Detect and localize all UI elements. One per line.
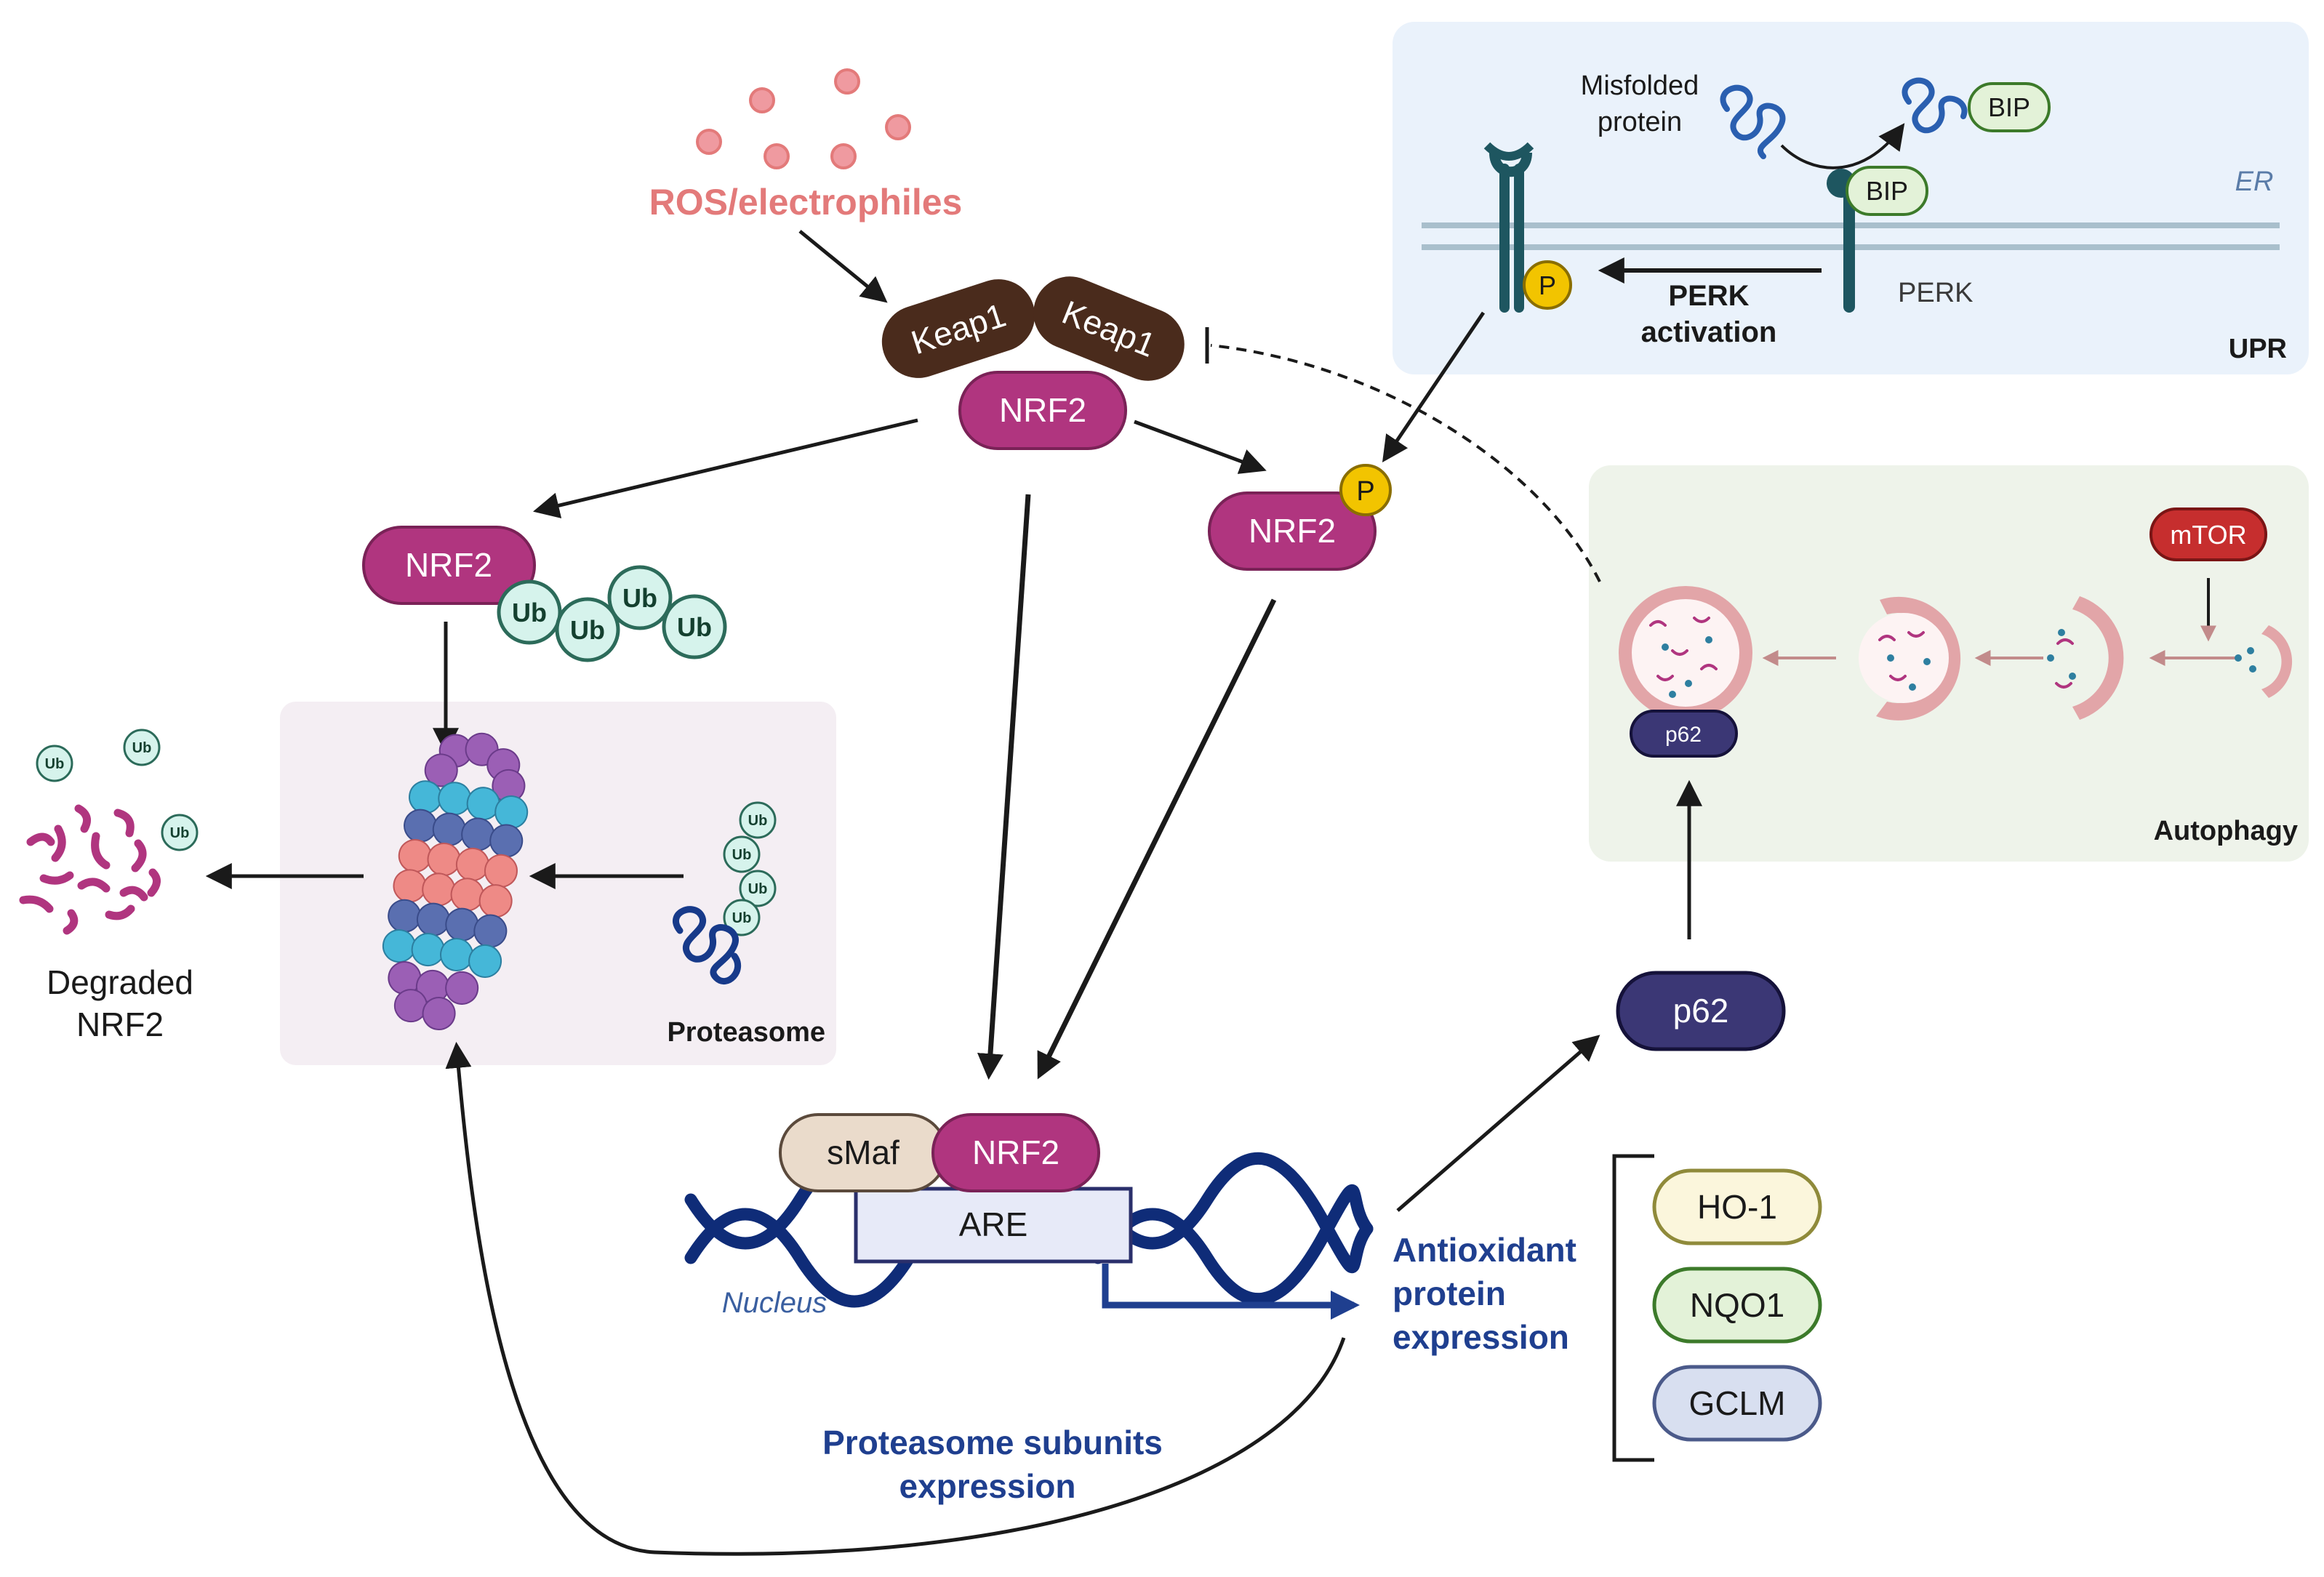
arrow-nrf2-to-ubiquitinated (532, 418, 918, 518)
svg-text:Ub: Ub (170, 825, 190, 841)
arrow-bip-release (1780, 123, 1905, 169)
smaf-label: sMaf (827, 1133, 899, 1171)
bip-free-label: BIP (1988, 92, 2030, 122)
free-ub-labels: Ub Ub Ub (45, 740, 190, 841)
nrf2-cytoplasm-label: NRF2 (999, 391, 1086, 429)
p62-small (1630, 710, 1738, 758)
bip-bound-label: BIP (1866, 176, 1908, 206)
p62-inhibits-keap1-dashed (1210, 344, 1601, 582)
target-nqo1-label: NQO1 (1690, 1286, 1784, 1324)
target-ho1 (1652, 1168, 1822, 1245)
svg-text:Ub: Ub (512, 598, 547, 627)
antioxidant-line1: Antioxidant (1393, 1231, 1576, 1269)
nrf2-cytoplasm (958, 371, 1127, 450)
keap1-left: Keap1 (881, 279, 1035, 378)
p62-small-label: p62 (1665, 723, 1702, 747)
nrf2-phosphorylated-label: NRF2 (1249, 512, 1336, 550)
bip-free (1968, 82, 2051, 132)
er-label: ER (2235, 166, 2274, 197)
svg-text:Ub: Ub (748, 881, 768, 897)
arrow-expression-to-p62 (1396, 1035, 1600, 1212)
phagophore-initial (2235, 625, 2293, 698)
misfolded-line2: protein (1598, 107, 1682, 137)
ub-chain-labels: Ub Ub Ub Ub (512, 583, 712, 645)
mtor-badge (2149, 507, 2267, 561)
svg-text:Ub: Ub (732, 910, 752, 926)
p62-large (1616, 971, 1786, 1051)
perk-activation-line2: activation (1641, 316, 1777, 348)
autophagosome-closing (1859, 596, 1961, 721)
phospho-badge-nrf2-label: P (1356, 476, 1374, 507)
phagophore-expanding (2047, 596, 2124, 720)
arrow-nrf2-to-phosphorylated (1134, 420, 1267, 474)
nrf2-nuclear (931, 1113, 1100, 1192)
arrow-nrf2-to-nucleus (977, 494, 1031, 1080)
perk-active-dimer (1483, 142, 1534, 313)
ros-label: ROS/electrophiles (649, 182, 963, 222)
transcription-arrow (1102, 1264, 1360, 1320)
upr-title: UPR (2229, 334, 2287, 364)
autophagy-title: Autophagy (2154, 816, 2298, 846)
perk-label: PERK (1898, 278, 1973, 308)
perk-inactive-stem (1843, 182, 1855, 313)
ros-dots (696, 68, 911, 169)
degraded-fragments (19, 804, 161, 935)
antioxidant-line3: expression (1393, 1318, 1569, 1356)
nrf2-phosphorylated (1208, 491, 1377, 571)
proteasome-complex (382, 732, 529, 1031)
misfolded-line1: Misfolded (1581, 71, 1699, 101)
svg-text:Ub: Ub (132, 740, 152, 756)
svg-text:Ub: Ub (45, 756, 65, 772)
keap1-right: Keap1 (1033, 276, 1185, 381)
ub-substrate-labels: Ub Ub Ub Ub (732, 813, 768, 926)
misfolded-substrate-squiggle (673, 906, 742, 985)
perk-activation-line1: PERK (1668, 280, 1749, 312)
nrf2-ubiquitinated (362, 526, 536, 605)
are-element (854, 1187, 1133, 1264)
phospho-badge-perk-label: P (1539, 270, 1556, 300)
autophagosome-mature (1619, 586, 1752, 720)
proteasome-subunits-line2: expression (899, 1467, 1076, 1505)
misfolded-protein-squiggle (1720, 84, 1786, 159)
proteasome-label: Proteasome (667, 1017, 825, 1048)
phospho-badge-nrf2 (1339, 464, 1392, 516)
nrf2-ubiquitinated-label: NRF2 (405, 546, 492, 584)
p62-large-label: p62 (1673, 992, 1729, 1030)
degraded-label-line1: Degraded (47, 963, 193, 1001)
arrow-expression-to-proteasome (445, 1041, 1346, 1556)
target-nqo1 (1652, 1267, 1822, 1344)
target-ho1-label: HO-1 (1697, 1188, 1777, 1226)
mtor-label: mTOR (2170, 520, 2246, 550)
arrow-phospho-nrf2-to-nucleus (1037, 598, 1277, 1080)
misfolded-protein-bound (1902, 77, 1968, 134)
arrow-perk-to-nrf2 (1382, 311, 1486, 462)
degraded-label-line2: NRF2 (76, 1006, 164, 1043)
svg-text:Ub: Ub (570, 615, 605, 645)
phospho-badge-perk (1523, 260, 1572, 310)
target-bracket (1612, 1154, 1654, 1462)
bip-bound (1846, 166, 1928, 216)
ub-substrate-chain (723, 801, 777, 936)
arrow-ros-to-keap1 (798, 230, 888, 303)
svg-text:Ub: Ub (748, 813, 768, 829)
target-gclm-label: GCLM (1689, 1384, 1786, 1422)
nucleus-label: Nucleus (722, 1287, 828, 1319)
svg-text:Ub: Ub (732, 847, 752, 863)
svg-text:Ub: Ub (622, 583, 657, 613)
svg-text:Ub: Ub (677, 612, 712, 642)
antioxidant-line2: protein (1393, 1275, 1506, 1312)
free-ub (36, 729, 199, 851)
proteasome-subunits-line1: Proteasome subunits (822, 1424, 1163, 1461)
are-label: ARE (959, 1205, 1028, 1243)
ub-chain (497, 565, 727, 662)
nrf2-nuclear-label: NRF2 (972, 1133, 1059, 1171)
target-gclm (1652, 1365, 1822, 1442)
